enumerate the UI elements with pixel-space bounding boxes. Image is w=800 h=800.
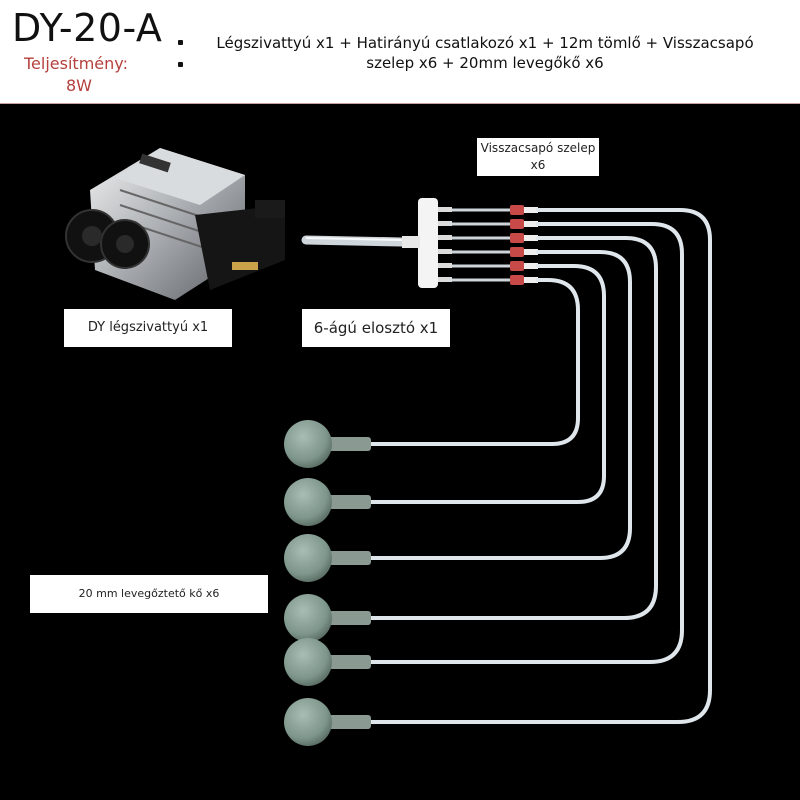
- distributor-image: [301, 198, 452, 288]
- bullet-dot: [178, 40, 183, 45]
- air-tubes-image: [366, 208, 712, 724]
- air-pump-image: [65, 148, 285, 300]
- distributor-label: 6-ágú elosztó x1: [302, 309, 450, 347]
- check-valve-label: Visszacsapó szelep x6: [477, 138, 599, 176]
- power-label: Teljesítmény:: [24, 54, 128, 73]
- check-valves-image: [452, 205, 538, 285]
- model-name: DY-20-A: [12, 6, 163, 50]
- bullet-dot: [178, 62, 183, 67]
- power-value: 8W: [66, 76, 92, 95]
- pump-label: DY légszivattyú x1: [64, 309, 232, 347]
- air-stone-label: 20 mm levegőztető kő x6: [30, 575, 268, 613]
- header-banner: DY-20-A Teljesítmény: 8W Légszivattyú x1…: [0, 0, 800, 104]
- package-contents: Légszivattyú x1 + Hatirányú csatlakozó x…: [216, 34, 754, 72]
- air-stones-image: [284, 420, 371, 746]
